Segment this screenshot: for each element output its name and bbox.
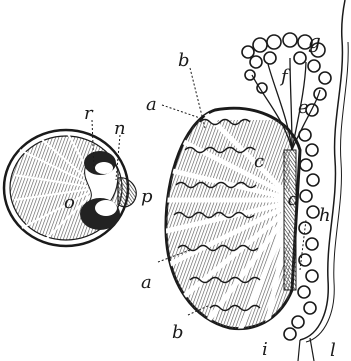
label-r: r [84,103,94,124]
lobules [160,108,290,335]
label-b-top: b [178,50,190,71]
label-i: i [262,339,268,360]
vas-deferens [300,0,345,340]
label-d: d [288,189,300,210]
label-a-bottom: a [141,272,152,293]
label-n: n [114,118,126,139]
label-o: o [64,192,75,213]
label-g: g [308,29,321,53]
label-p: p [141,186,153,207]
label-e: e [298,97,309,118]
label-b-bottom: b [172,322,184,343]
label-f: f [279,66,291,87]
epididymis-section [118,178,136,207]
label-l: l [330,340,336,361]
rete-testis [284,150,296,290]
label-h: h [319,205,331,226]
label-c: c [254,151,264,172]
testis-body [160,108,300,335]
label-a-top: a [146,94,157,115]
